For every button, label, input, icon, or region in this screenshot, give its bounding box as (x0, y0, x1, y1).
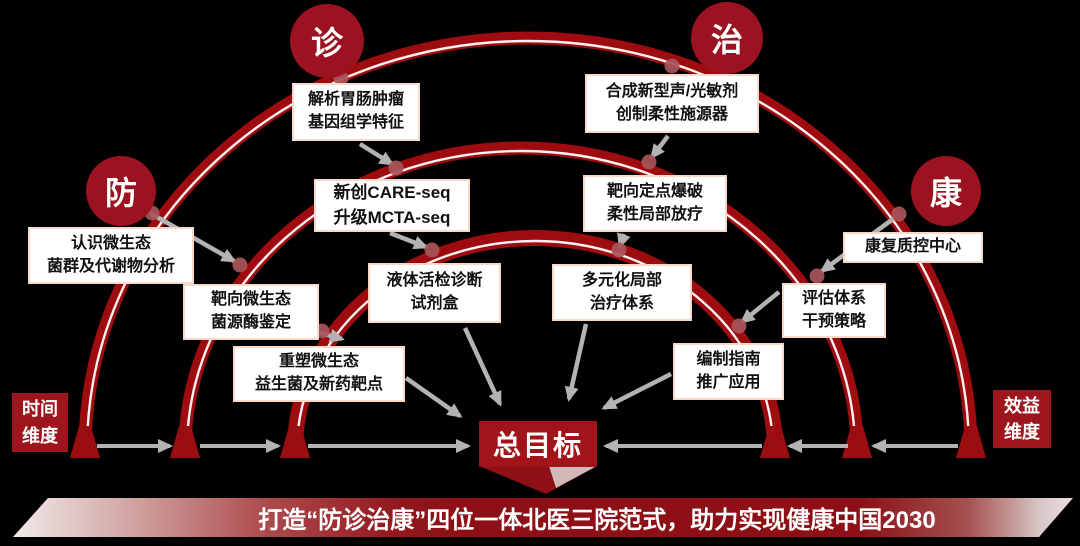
arrow (739, 290, 781, 324)
box-microbiome-analysis: 认识微生态 菌群及代谢物分析 (28, 227, 194, 284)
box-liquid-biopsy-kit: 液体活检诊断 试剂盒 (368, 263, 501, 323)
dot (891, 206, 907, 222)
axis-line: 维度 (1004, 422, 1040, 442)
dot (424, 242, 440, 258)
phase-node-diagnose: 诊 (290, 4, 364, 78)
box-line: 重塑微生态 (278, 353, 359, 371)
box-line: 菌群及代谢物分析 (46, 257, 175, 275)
box-line: 干预策略 (801, 312, 866, 330)
box-genomic-features: 解析胃肠肿瘤 基因组学特征 (292, 83, 420, 141)
arrow (564, 323, 589, 402)
box-microbiome-reshaping: 重塑微生态 益生菌及新药靶点 (233, 346, 405, 402)
box-line: 认识微生态 (70, 234, 151, 252)
box-line: 益生菌及新药靶点 (254, 376, 383, 393)
dot (731, 318, 747, 334)
phase-node-treat: 治 (691, 2, 763, 74)
box-line: 新创CARE-seq (333, 183, 451, 203)
box-line: 柔性局部放疗 (606, 205, 703, 223)
box-sensitizer-synthesis: 合成新型声/光敏剂 创制柔性施源器 (585, 74, 759, 133)
foot (956, 426, 986, 458)
box-line: 基因组学特征 (307, 114, 404, 131)
box-rehab-qc-center: 康复质控中心 (843, 232, 983, 263)
box-line: 康复质控中心 (864, 238, 961, 256)
phase-label: 治 (710, 22, 743, 58)
dot (664, 58, 680, 74)
box-line: 治疗体系 (589, 294, 654, 312)
box-line: 评估体系 (801, 289, 866, 307)
goal-triangle-shine (549, 466, 597, 488)
junction-dots (144, 58, 907, 339)
axis-line: 效益 (1004, 395, 1040, 416)
banner-text: 打造“防诊治康”四位一体北医三院范式，助力实现健康中国2030 (258, 507, 936, 534)
box-line: 靶向定点爆破 (606, 182, 703, 200)
arrow (389, 230, 429, 250)
box-line: 编制指南 (696, 350, 761, 368)
box-line: 推广应用 (696, 373, 761, 391)
dot (388, 160, 404, 176)
foot (70, 426, 100, 458)
box-care-seq: 新创CARE-seq 升级MCTA-seq (314, 179, 470, 232)
box-line: 解析胃肠肿瘤 (307, 91, 404, 109)
goal-label: 总目标 (492, 430, 583, 461)
box-microbiome-targeting: 靶向微生态 菌源酶鉴定 (183, 284, 319, 340)
dot (611, 242, 627, 258)
box-line: 试剂盒 (410, 295, 459, 312)
arrow (601, 371, 673, 411)
box-line: 多元化局部 (581, 271, 662, 289)
goal-ribbon-pointer (479, 466, 597, 494)
arrow (358, 142, 395, 166)
box-targeted-radiotherapy: 靶向定点爆破 柔性局部放疗 (583, 175, 727, 232)
box-line: 创制柔性施源器 (615, 105, 728, 123)
box-line: 菌源酶鉴定 (210, 314, 291, 331)
box-evaluation-system: 评估体系 干预策略 (782, 283, 886, 338)
foot (842, 426, 872, 458)
concentric-arcs (78, 31, 978, 451)
foot (170, 426, 200, 458)
box-local-therapy-system: 多元化局部 治疗体系 (552, 264, 692, 321)
arrow (650, 134, 670, 160)
phase-label: 防 (104, 175, 137, 211)
box-line: 合成新型声/光敏剂 (605, 82, 739, 100)
axis-label-time: 时间 维度 (12, 393, 68, 452)
dot (232, 257, 248, 273)
phase-node-rehab: 康 (911, 156, 981, 226)
bottom-banner: 打造“防诊治康”四位一体北医三院范式，助力实现健康中国2030 (13, 498, 1073, 537)
axis-line: 维度 (22, 425, 58, 446)
arc-feet (70, 426, 986, 458)
phase-label: 诊 (310, 25, 343, 61)
box-guideline-promotion: 编制指南 推广应用 (673, 343, 784, 400)
dot (809, 268, 825, 284)
overall-goal-box: 总目标 (479, 421, 597, 467)
axis-line: 时间 (22, 399, 58, 420)
box-line: 靶向微生态 (210, 291, 291, 309)
dot (641, 154, 657, 170)
box-line: 液体活检诊断 (386, 272, 483, 290)
axis-label-benefit: 效益 维度 (993, 390, 1051, 448)
box-line: 升级MCTA-seq (333, 207, 451, 227)
arrow (462, 327, 503, 407)
phase-label: 康 (929, 175, 962, 211)
foot (760, 426, 790, 458)
phase-node-prevent: 防 (86, 156, 156, 226)
foot (280, 426, 310, 458)
arrow (404, 376, 463, 418)
